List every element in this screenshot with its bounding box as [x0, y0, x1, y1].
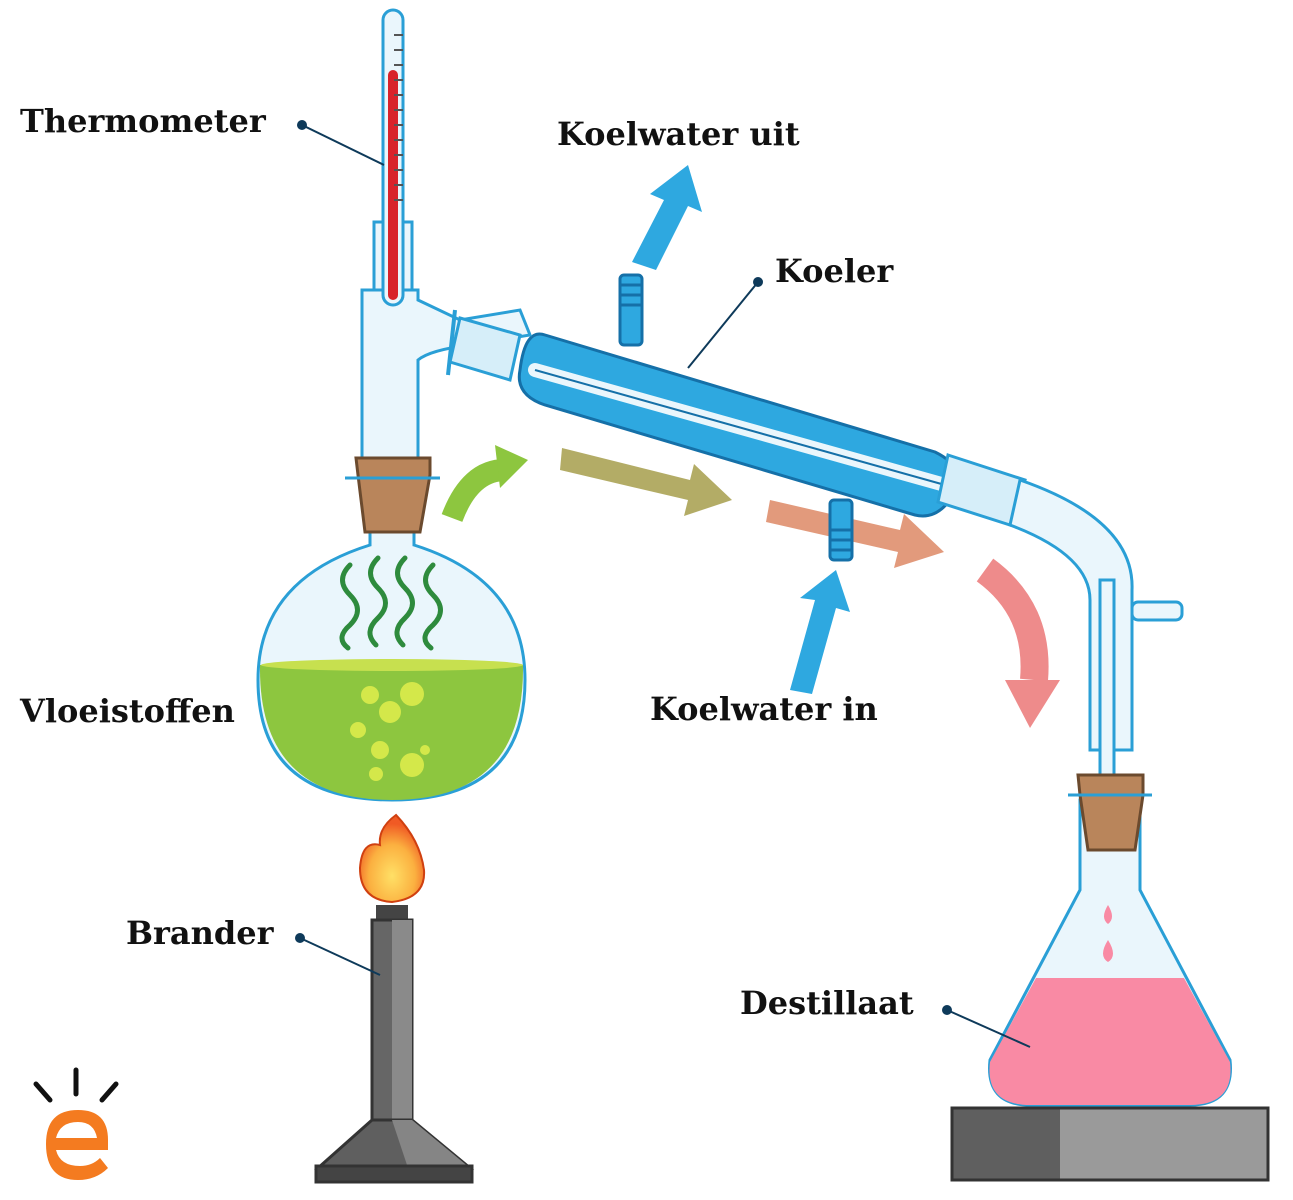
- leader-lines: [299, 124, 1031, 1048]
- vapor-flow-arrow-1: [560, 448, 732, 516]
- liquid-bubbles: [350, 682, 430, 781]
- label-burner: Brander: [126, 914, 275, 952]
- liquid-fill: [259, 665, 524, 800]
- round-bottom-flask: [256, 456, 527, 802]
- label-distillate: Destillaat: [740, 984, 914, 1022]
- receiver-cork: [1076, 773, 1145, 852]
- cooling-water-arrows: [632, 165, 850, 694]
- label-condenser: Koeler: [775, 252, 894, 290]
- flame-icon: [358, 813, 426, 904]
- vapor-flow-arrows: [441, 445, 1060, 728]
- erlenmeyer-flask: [988, 773, 1232, 1107]
- water-in-arrow: [790, 570, 850, 694]
- distillate-drop: [1103, 940, 1113, 962]
- vapor-rise-arrow-head: [495, 445, 528, 488]
- vapor-wave-icon: [339, 555, 443, 651]
- water-out-arrow: [632, 165, 702, 270]
- e-logo-icon: [33, 1067, 119, 1180]
- label-liquids: Vloeistoffen: [19, 692, 235, 730]
- flask-cork: [354, 456, 432, 534]
- water-outlet-nozzle: [618, 273, 644, 347]
- stand: [950, 1106, 1270, 1182]
- label-cooling-water-in: Koelwater in: [650, 690, 878, 728]
- burner: [314, 813, 475, 1184]
- mercury-column: [388, 70, 398, 300]
- condensate-arrow-head: [1005, 680, 1060, 728]
- thermometer: [381, 8, 405, 307]
- distillate-fill: [989, 978, 1231, 1105]
- leader-dots: [295, 120, 952, 1015]
- vapor-rise-arrow-shaft: [441, 459, 506, 523]
- label-cooling-water-out: Koelwater uit: [557, 115, 800, 153]
- label-thermometer: Thermometer: [20, 102, 267, 140]
- receiver-adapter: [936, 453, 1184, 892]
- condenser: [517, 273, 960, 562]
- distillate-drop: [1104, 905, 1112, 924]
- vapor-flow-arrow-2: [766, 500, 944, 568]
- condensate-arrow-shaft: [976, 558, 1049, 682]
